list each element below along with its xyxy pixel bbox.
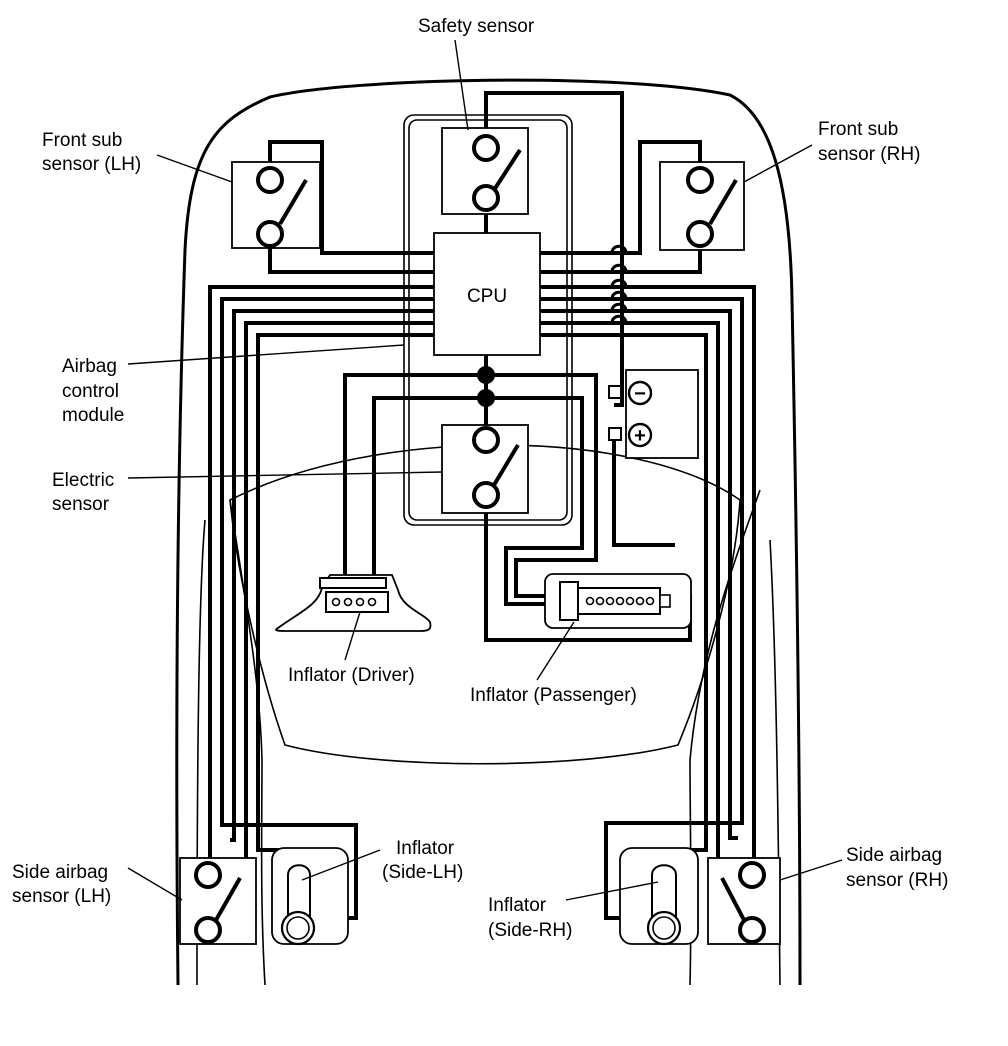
labels: Safety sensor Front sub sensor (LH) Fron… [12, 16, 948, 941]
label-inflator-driver: Inflator (Driver) [288, 665, 415, 686]
label-inflator-side-lh-line1: Inflator [396, 838, 455, 859]
inflator-passenger [544, 573, 692, 629]
label-inflator-side-lh-line2: (Side-LH) [382, 862, 463, 883]
label-front-sub-rh-line2: sensor (RH) [818, 144, 920, 165]
battery-positive-symbol: + [634, 425, 646, 447]
inflator-driver [275, 574, 432, 632]
battery-negative-terminal [627, 380, 653, 406]
label-acm-line3: module [62, 405, 124, 426]
label-side-airbag-lh-line2: sensor (LH) [12, 886, 111, 907]
inflator-side-rh [619, 847, 699, 946]
front-sub-sensor-rh [659, 161, 745, 251]
label-front-sub-rh-line1: Front sub [818, 119, 898, 140]
junction-dots [477, 366, 495, 407]
front-sub-sensor-lh [231, 161, 321, 249]
label-inflator-side-rh-line2: (Side-RH) [488, 920, 572, 941]
label-electric-sensor-line2: sensor [52, 494, 110, 515]
label-acm-line1: Airbag [62, 356, 117, 377]
label-inflator-side-rh-line1: Inflator [488, 895, 547, 916]
label-front-sub-lh-line1: Front sub [42, 130, 122, 151]
battery-negative-symbol: − [634, 383, 646, 405]
label-side-airbag-lh-line1: Side airbag [12, 862, 108, 883]
battery-positive-terminal [627, 422, 653, 448]
label-side-airbag-rh-line2: sensor (RH) [846, 870, 948, 891]
safety-sensor-switch [441, 127, 529, 215]
cpu-label: CPU [467, 286, 507, 307]
label-safety-sensor: Safety sensor [418, 16, 535, 37]
label-front-sub-lh-line2: sensor (LH) [42, 154, 141, 175]
inflator-side-lh [271, 847, 349, 946]
label-inflator-passenger: Inflator (Passenger) [470, 685, 637, 706]
label-side-airbag-rh-line1: Side airbag [846, 845, 942, 866]
leader-lines [127, 39, 843, 901]
cpu-box: CPU [433, 232, 541, 356]
label-electric-sensor-line1: Electric [52, 470, 114, 491]
battery: − + [608, 369, 699, 459]
side-airbag-sensor-rh [707, 857, 781, 945]
electric-sensor-switch [441, 424, 529, 514]
label-acm-line2: control [62, 381, 119, 402]
side-airbag-sensor-lh [179, 857, 257, 945]
